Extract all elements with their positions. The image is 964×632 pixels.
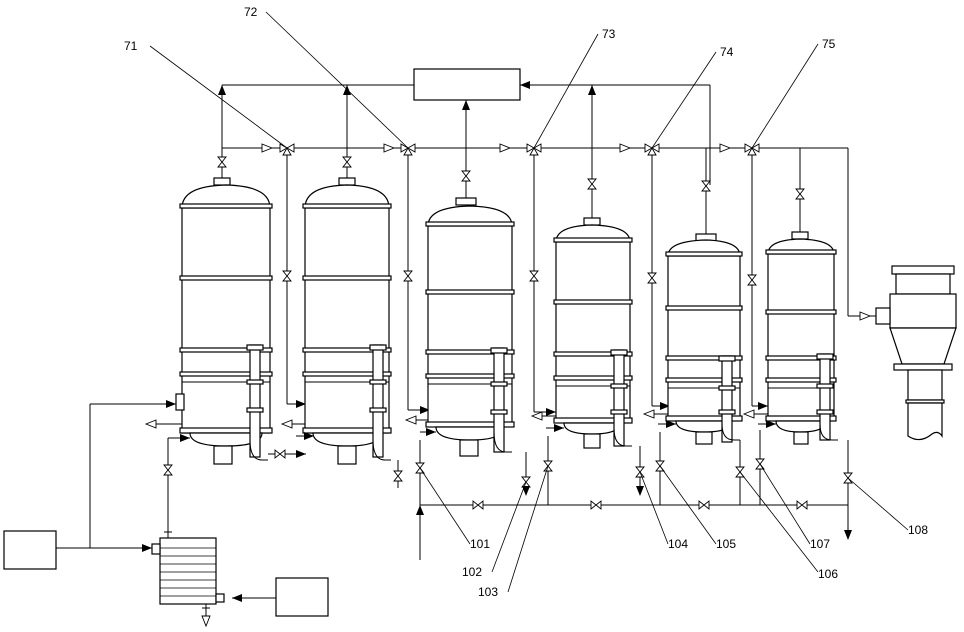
label-75: 75 — [822, 37, 836, 51]
three-way-valve-74 — [645, 144, 659, 155]
label-108: 108 — [908, 523, 928, 537]
feed-tank — [4, 531, 56, 569]
vessel-6 — [766, 148, 838, 444]
label-102: 102 — [462, 565, 482, 579]
label-105: 105 — [716, 537, 736, 551]
three-way-valve-75 — [745, 144, 759, 155]
three-way-valve-73 — [527, 144, 541, 155]
top-receiver-tank — [414, 69, 520, 100]
three-way-valve-72 — [401, 144, 415, 155]
label-72: 72 — [244, 5, 258, 19]
label-74: 74 — [720, 45, 734, 59]
bypass-valve-1 — [283, 271, 291, 281]
label-106: 106 — [818, 567, 838, 581]
vessel-3 — [426, 170, 514, 456]
label-71: 71 — [124, 39, 138, 53]
bypass-valve-3 — [530, 271, 538, 281]
label-103: 103 — [478, 585, 498, 599]
cyclone-separator — [876, 266, 956, 440]
vessel-5 — [666, 148, 742, 444]
label-107: 107 — [810, 537, 830, 551]
label-73: 73 — [602, 27, 616, 41]
vessel-2 — [303, 152, 391, 464]
heating-tank — [276, 578, 328, 616]
vessel-1 — [176, 152, 272, 464]
bypass-valve-4 — [648, 273, 656, 283]
vessel-4 — [554, 179, 632, 448]
label-104: 104 — [668, 537, 688, 551]
heat-exchanger — [56, 520, 276, 626]
bypass-valve-5 — [748, 275, 756, 285]
label-101: 101 — [470, 537, 490, 551]
three-way-valve-71 — [280, 144, 294, 155]
bypass-valve-2 — [404, 271, 412, 281]
